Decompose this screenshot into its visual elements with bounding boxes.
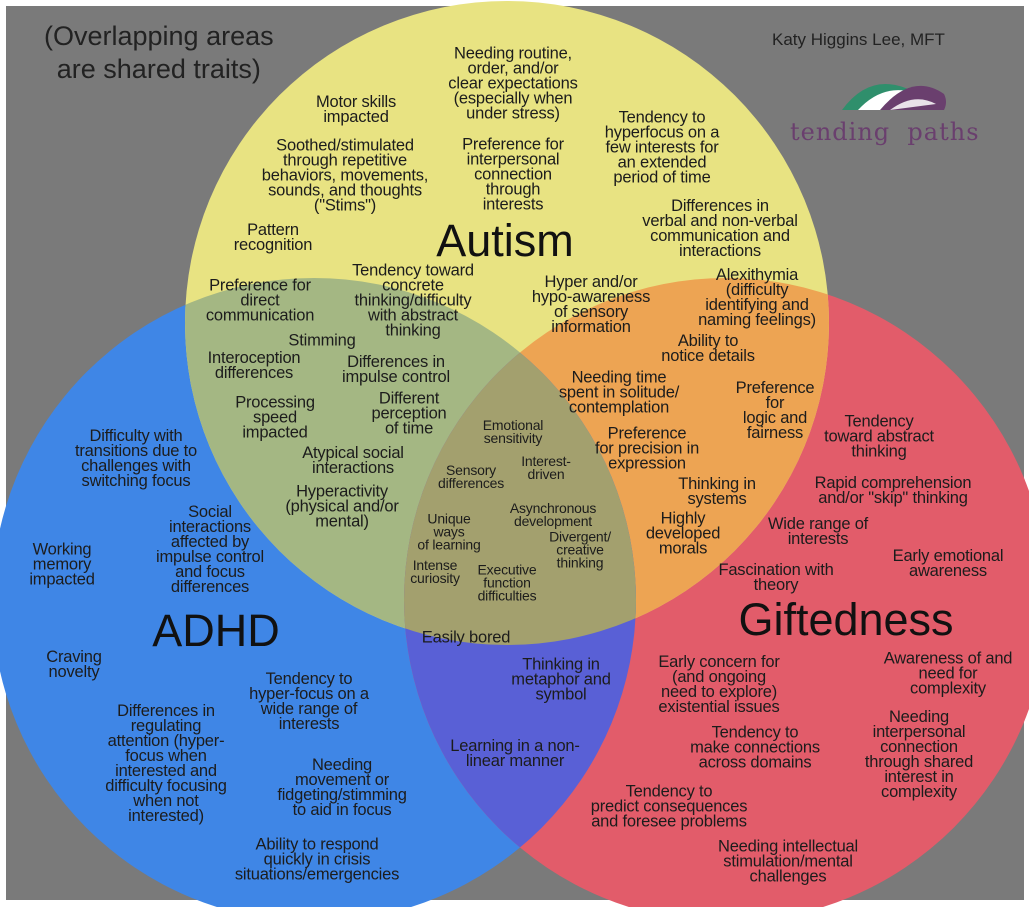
trait-stimming: Stimming [288, 331, 356, 350]
trait-pattern-recognition: Pattern recognition [233, 221, 313, 254]
tending-paths-logo [842, 84, 946, 110]
trait-intense-curiosity: Intense curiosity [410, 557, 460, 586]
trait-alexithymia: Alexithymia (difficulty identifying and … [698, 266, 816, 329]
trait-working-memory: Working memory impacted [29, 540, 95, 589]
trait-non-linear-learning: Learning in a non- linear manner [450, 737, 580, 770]
trait-hyperactivity: Hyperactivity (physical and/or mental) [285, 482, 399, 531]
trait-developed-morals: Highly developed morals [645, 509, 721, 558]
trait-atypical-social: Atypical social interactions [302, 444, 404, 477]
all-three-overlap [404, 278, 636, 645]
trait-needing-movement: Needing movement or fidgeting/stimming t… [277, 756, 407, 819]
trait-wide-range-interests: Wide range of interests [767, 515, 869, 548]
adhd-title: ADHD [152, 605, 280, 656]
trait-concrete-thinking: Tendency toward concrete thinking/diffic… [352, 261, 474, 340]
trait-sensory-awareness: Hyper and/or hypo-awareness of sensory i… [531, 273, 651, 336]
trait-metaphor-symbol: Thinking in metaphor and symbol [511, 655, 611, 704]
trait-emotional-sensitivity: Emotional sensitivity [482, 417, 544, 446]
trait-need-complexity: Awareness of and need for complexity [883, 649, 1013, 698]
trait-impulse-control: Differences in impulse control [342, 353, 450, 386]
trait-connection-through-interests: Preference for interpersonal connection … [462, 135, 564, 214]
trait-thinking-in-systems: Thinking in systems [678, 475, 756, 508]
trait-rapid-comprehension: Rapid comprehension and/or "skip" thinki… [814, 474, 972, 507]
trait-unique-ways-learning: Unique ways of learning [417, 510, 481, 553]
trait-regulating-attention: Differences in regulating attention (hyp… [105, 702, 227, 825]
overlap-note: (Overlapping areas are shared traits) [44, 21, 274, 84]
trait-stims: Soothed/stimulated through repetitive be… [261, 136, 429, 215]
author-credit: Katy Higgins Lee, MFT [772, 30, 945, 49]
trait-hyperfocus-few-interests: Tendency to hyperfocus on a few interest… [604, 108, 720, 187]
trait-sensory-differences: Sensory differences [437, 462, 505, 491]
trait-transitions: Difficulty with transitions due to chall… [74, 427, 198, 490]
trait-abstract-thinking: Tendency toward abstract thinking [824, 412, 934, 461]
trait-crisis-response: Ability to respond quickly in crisis sit… [234, 835, 400, 884]
trait-perception-of-time: Different perception of time [371, 389, 447, 438]
trait-predict-consequences: Tendency to predict consequences and for… [590, 782, 748, 831]
trait-solitude: Needing time spent in solitude/ contempl… [558, 368, 680, 417]
brand-name: tending paths [790, 118, 980, 146]
trait-early-emotional-awareness: Early emotional awareness [892, 547, 1004, 580]
trait-intellectual-stimulation: Needing intellectual stimulation/mental … [717, 837, 859, 886]
trait-interest-driven: Interest- driven [521, 453, 571, 482]
trait-logic-fairness: Preference for logic and fairness [735, 379, 815, 442]
trait-existential-issues: Early concern for (and ongoing need to e… [658, 653, 780, 716]
trait-executive-function: Executive function difficulties [477, 561, 537, 604]
trait-craving-novelty: Craving novelty [46, 648, 102, 681]
logo-inner-wave [890, 99, 936, 110]
trait-interpersonal-complexity: Needing interpersonal connection through… [864, 708, 974, 801]
trait-direct-communication: Preference for direct communication [205, 276, 315, 325]
trait-motor-skills: Motor skills impacted [315, 93, 397, 126]
trait-fascination-theory: Fascination with theory [718, 561, 834, 594]
trait-divergent-thinking: Divergent/ creative thinking [549, 528, 611, 571]
trait-connections-domains: Tendency to make connections across doma… [690, 723, 820, 772]
trait-processing-speed: Processing speed impacted [235, 393, 315, 442]
autism-title: Autism [436, 215, 574, 266]
trait-notice-details: Ability to notice details [661, 332, 755, 365]
trait-asynchronous-development: Asynchronous development [509, 500, 597, 529]
trait-easily-bored: Easily bored [421, 628, 511, 647]
trait-interoception: Interoception differences [207, 349, 301, 382]
trait-hyperfocus-wide-range: Tendency to hyper-focus on a wide range … [249, 670, 369, 733]
trait-social-impulse: Social interactions affected by impulse … [156, 503, 264, 596]
giftedness-title: Giftedness [738, 594, 954, 645]
trait-communication-differences: Differences in verbal and non-verbal com… [642, 197, 798, 260]
trait-needing-routine: Needing routine, order, and/or clear exp… [448, 44, 578, 123]
trait-precision-expression: Preference for precision in expression [594, 424, 700, 473]
